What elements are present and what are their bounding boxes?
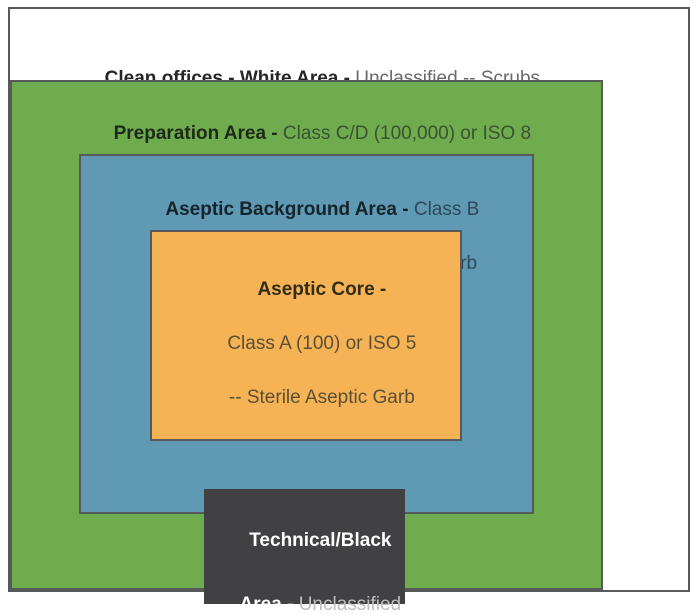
aseptic-core-box: Aseptic Core - Class A (100) or ISO 5 --… xyxy=(150,230,462,441)
aseptic-background-label-regular: Class B xyxy=(413,199,480,220)
technical-black-area-label: Technical/Black Area - Unclassified xyxy=(204,493,405,614)
aseptic-background-label-bold: Aseptic Background Area - xyxy=(165,199,414,220)
preparation-area-label-bold: Preparation Area - xyxy=(113,123,283,144)
preparation-area-label-regular: Class C/D (100,000) or ISO 8 xyxy=(282,123,532,144)
technical-black-area-box: Technical/Black Area - Unclassified xyxy=(204,489,405,614)
aseptic-core-label-line2: Class A (100) or ISO 5 xyxy=(227,333,417,354)
technical-black-label-line2-bold: Area - xyxy=(239,594,299,614)
technical-black-label-line2-regular: Unclassified xyxy=(298,594,402,614)
aseptic-core-label-line3: -- Sterile Aseptic Garb xyxy=(228,387,415,408)
aseptic-core-label: Aseptic Core - Class A (100) or ISO 5 --… xyxy=(152,249,460,438)
technical-black-label-line1-bold: Technical/Black xyxy=(249,530,392,551)
aseptic-core-label-bold: Aseptic Core - xyxy=(257,279,387,300)
